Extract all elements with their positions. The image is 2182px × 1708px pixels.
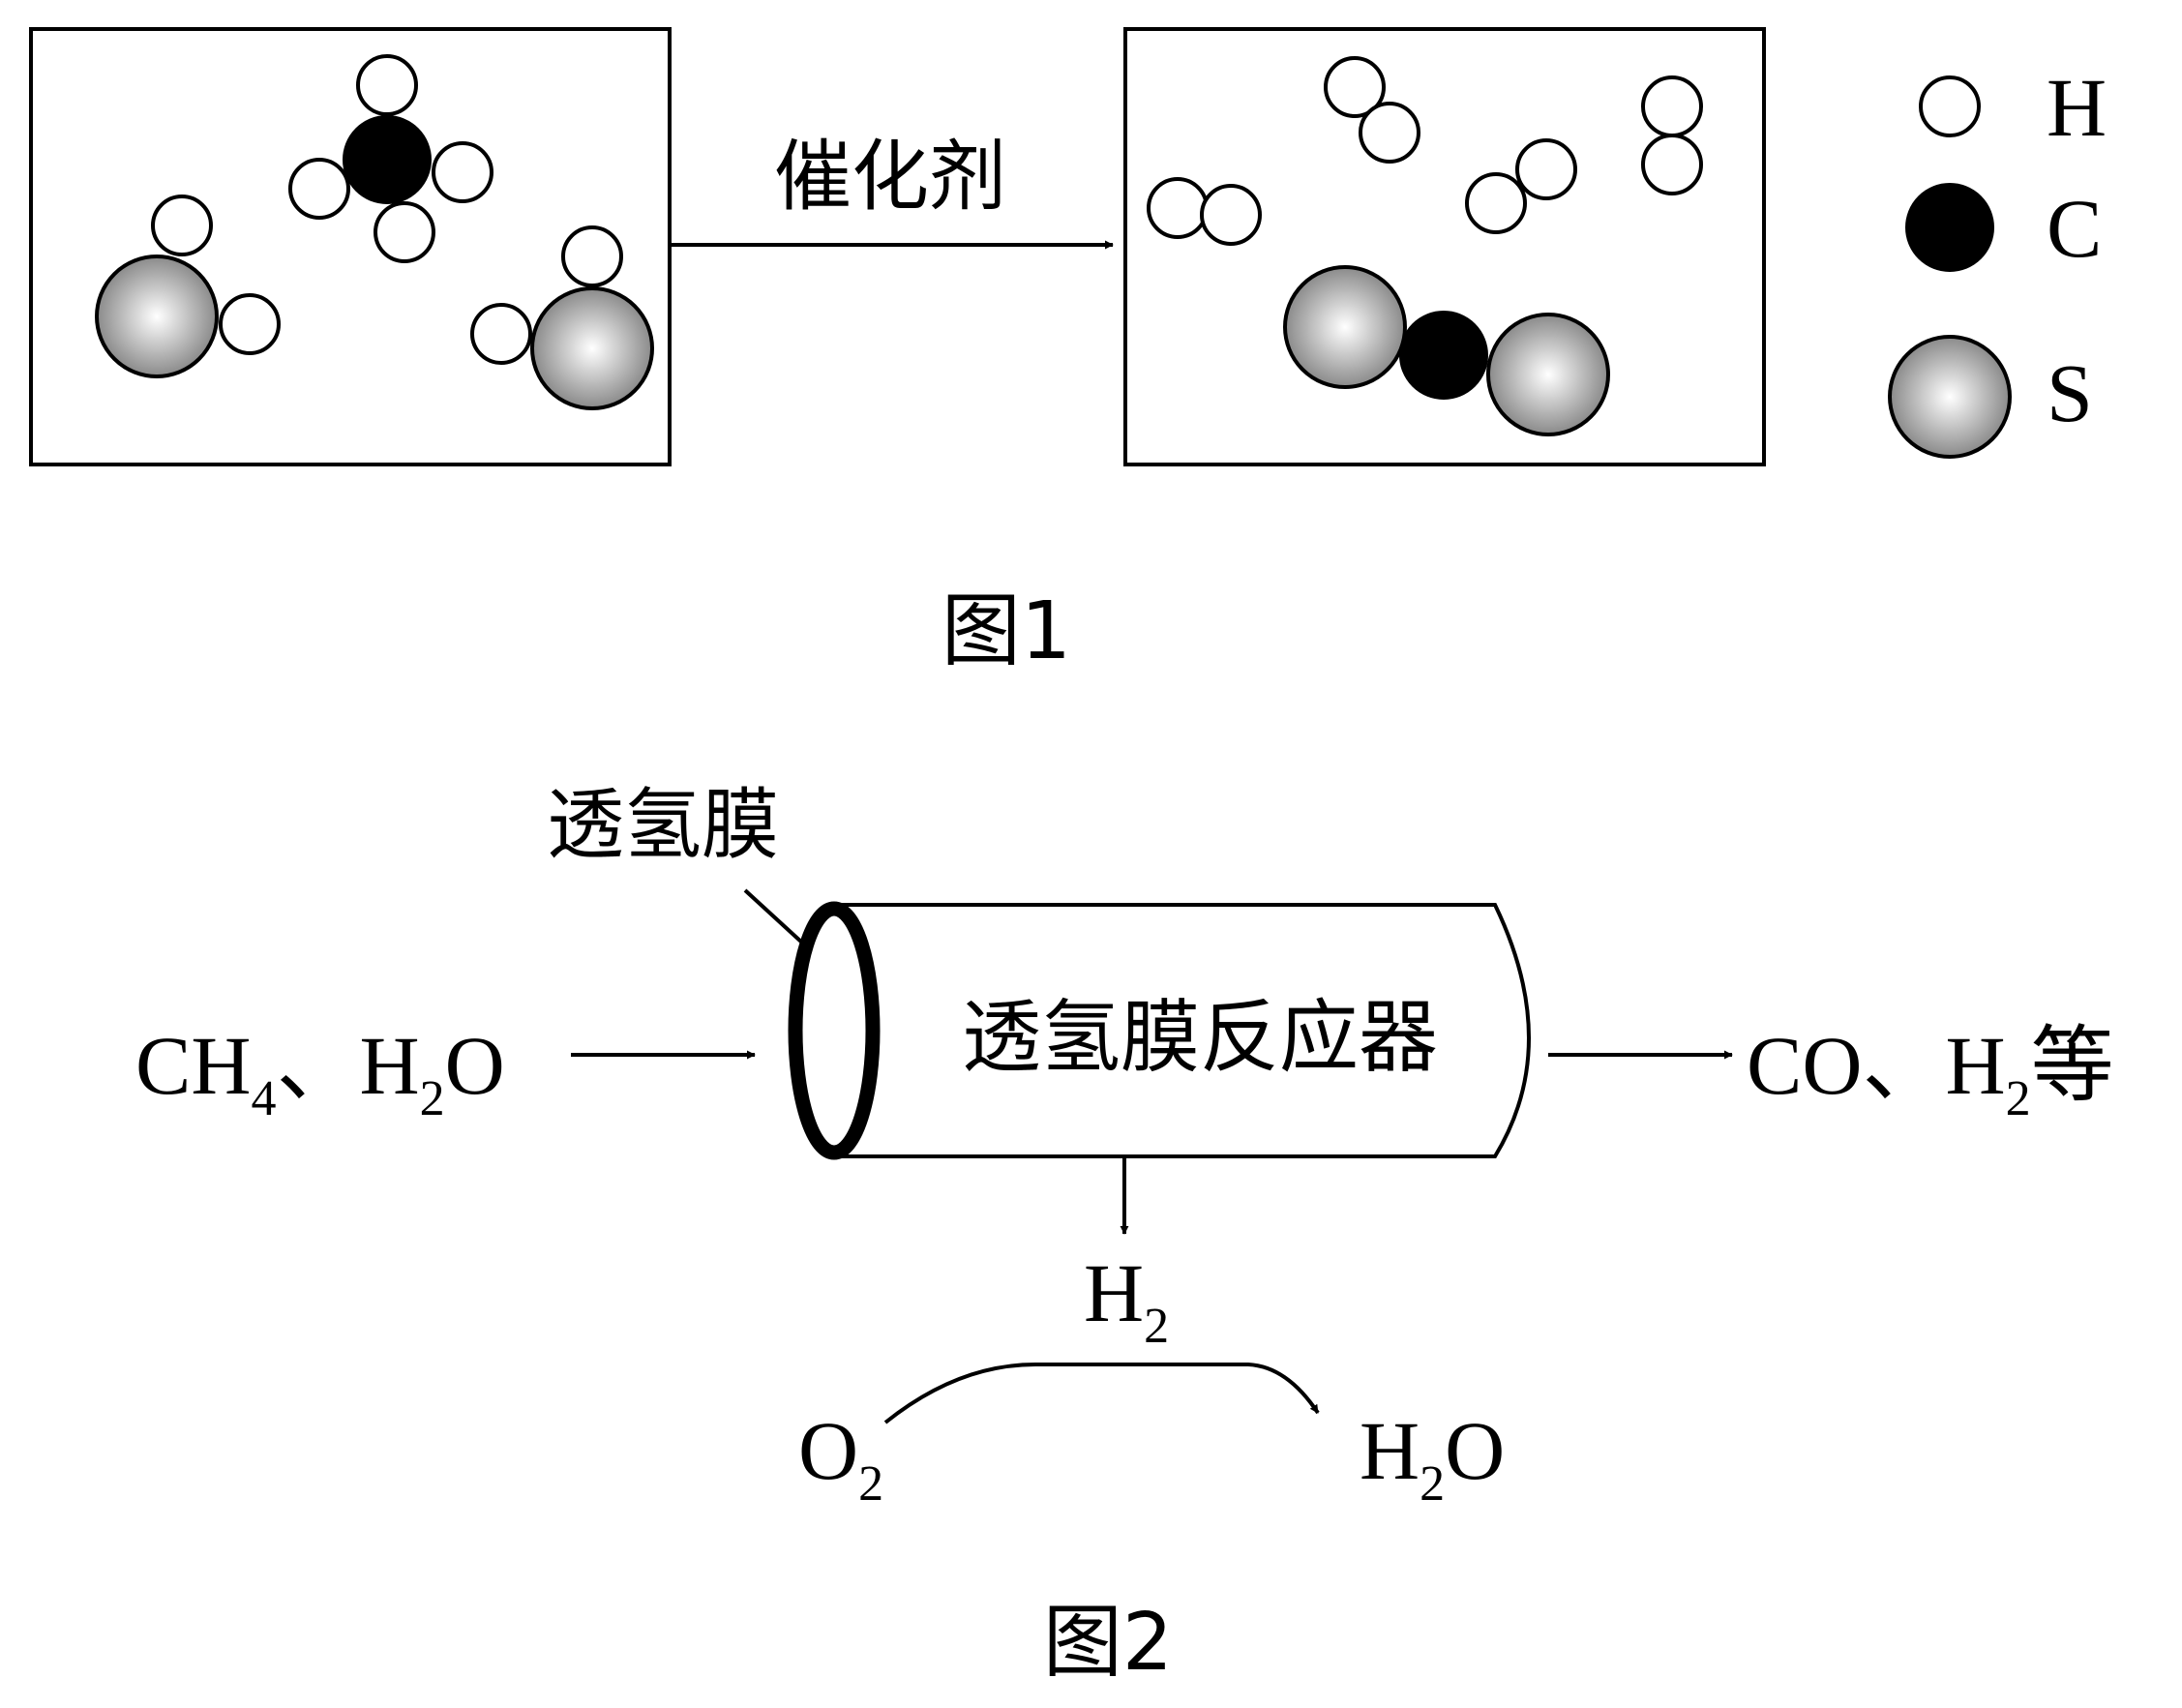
hydrogen-atom [288,158,350,220]
figure-2: 透氢膜 透氢膜反应器 CH4、H2O CO、H2等 H2 O2 H2O 图2 [135,780,2114,1689]
hydrogen-atom [356,54,418,116]
water-product-label: H2O [1360,1404,1505,1512]
sulfur-atom [530,286,654,410]
oxygen-subscript: 2 [858,1456,883,1512]
hydrogen-sulfide-molecule [470,225,654,410]
hydrogen-atom [1359,102,1420,164]
hydrogen-atom [1200,184,1262,246]
sulfur-atom [1283,265,1407,389]
hydrogen-molecules [1147,56,1703,246]
hydrogen-atom [1465,172,1527,234]
carbon-atom [1399,311,1488,400]
hydrogen-atom [1641,134,1703,195]
legend-sulfur-label: S [2047,346,2093,439]
hydrogen-atom [1641,75,1703,137]
output-etc: 等 [2031,1017,2114,1114]
hydrogen-atom [219,293,281,355]
input-water-subscript: 2 [420,1071,445,1126]
reactor-label: 透氢膜反应器 [962,992,1438,1084]
output-hydrogen: H [1945,1019,2005,1112]
legend-hydrogen-swatch [1919,75,1981,137]
input-separator: 、 [276,1017,359,1114]
input-species: CH4、H2O [135,1017,505,1126]
hydrogen-atom [432,141,493,203]
output-separator: 、 [1862,1017,1945,1114]
output-carbon-monoxide: CO [1747,1019,1862,1112]
legend-hydrogen-label: H [2047,61,2107,154]
figure-1-caption: 图1 [942,585,1071,677]
input-water-o: O [445,1019,505,1112]
hydrogen-atom [374,201,435,263]
reactor-body [834,903,1531,1158]
sulfur-atom [95,255,219,378]
membrane-leader-line [743,888,805,945]
legend: H C S [1888,61,2107,459]
methane-molecule [288,54,493,263]
output-hydrogen-subscript: 2 [2006,1071,2031,1126]
carbon-disulfide-molecule [1283,265,1610,436]
membrane-label: 透氢膜 [547,780,779,870]
legend-carbon-swatch [1905,183,1994,272]
membrane-ring [788,901,881,1160]
legend-carbon-label: C [2047,182,2102,275]
permeate-subscript: 2 [1144,1299,1169,1354]
figure-1: 催化剂 H C S 图1 [29,27,2107,677]
catalyst-label: 催化剂 [774,132,1006,222]
hydrogen-atom [151,195,213,256]
input-methane: CH [135,1019,251,1112]
oxygen-label: O2 [798,1404,883,1512]
sulfur-atom [1486,313,1610,436]
combustion-arrow [883,1363,1320,1424]
products-box [1123,27,1766,466]
output-species: CO、H2等 [1747,1017,2114,1126]
hydrogen-atom [561,225,623,287]
carbon-atom [343,115,432,204]
water-product-o: O [1445,1404,1505,1497]
legend-sulfur-swatch [1888,335,2012,459]
hydrogen-sulfide-molecule [95,195,281,378]
hydrogen-atom [1515,138,1577,200]
hydrogen-atom [1324,56,1386,118]
permeate-hydrogen: H2 [1084,1246,1169,1354]
hydrogen-atom [470,303,532,365]
input-water-h: H [359,1019,419,1112]
hydrogen-atom [1147,177,1209,239]
input-methane-subscript: 4 [251,1071,276,1126]
figure-2-caption: 图2 [1043,1597,1173,1689]
water-product-subscript: 2 [1420,1456,1445,1512]
